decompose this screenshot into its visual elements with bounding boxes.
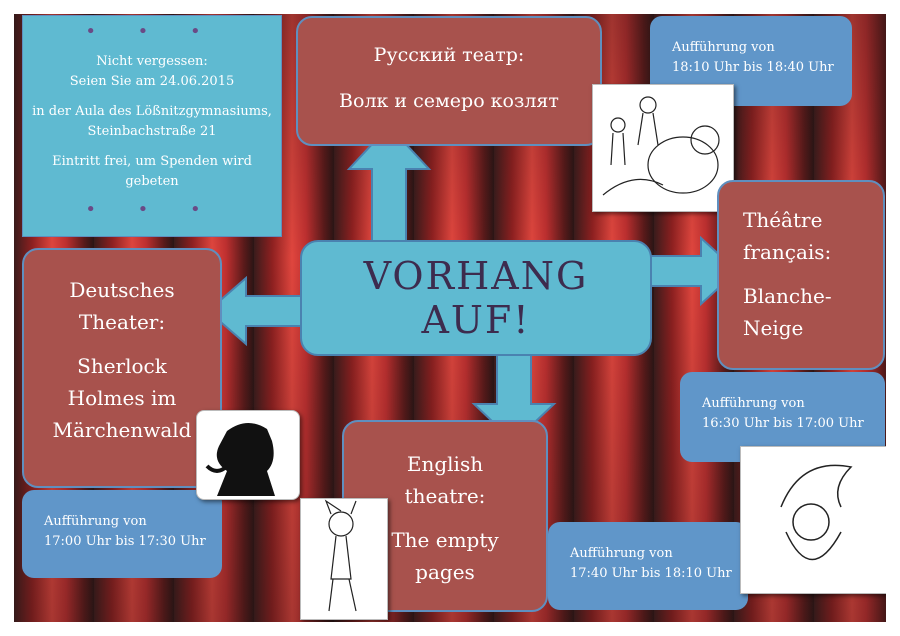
french-play: Blanche- (743, 284, 832, 308)
puss-in-boots-illustration (300, 498, 388, 620)
russian-play: Волк и семеро козлят (339, 90, 559, 112)
russian-theatre-box: Русский театр: Волк и семеро козлят (296, 16, 602, 146)
time-range: 18:10 Uhr bis 18:40 Uhr (672, 60, 834, 75)
english-title-2: theatre: (404, 484, 486, 508)
german-title: Deutsches (69, 278, 175, 302)
french-play-2: Neige (743, 316, 804, 340)
info-location: in der Aula des Lößnitzgymnasiums, (32, 104, 272, 119)
english-play-2: pages (415, 560, 475, 584)
time-range: 17:00 Uhr bis 17:30 Uhr (44, 534, 206, 549)
time-label: Aufführung von (702, 396, 805, 411)
dots-decoration: • • • (85, 21, 219, 42)
french-title: Théâtre (743, 208, 823, 232)
german-theatre-box: Deutsches Theater: Sherlock Holmes im Mä… (22, 248, 222, 488)
time-label: Aufführung von (44, 514, 147, 529)
info-entry-cont: gebeten (125, 174, 179, 189)
german-time-box: Aufführung von 17:00 Uhr bis 17:30 Uhr (22, 490, 222, 578)
german-play: Sherlock (77, 354, 167, 378)
title-line2: AUF! (421, 298, 531, 342)
sherlock-silhouette (196, 410, 300, 500)
dots-decoration: • • • (85, 199, 219, 220)
french-theatre-box: Théâtre français: Blanche- Neige (717, 180, 885, 370)
german-title-2: Theater: (78, 310, 166, 334)
title-line1: VORHANG (363, 254, 589, 298)
time-label: Aufführung von (672, 40, 775, 55)
info-text: Nicht vergessen: (96, 54, 208, 69)
poster: • • • Nicht vergessen: Seien Sie am 24.0… (14, 14, 886, 622)
time-label: Aufführung von (570, 546, 673, 561)
wolf-goats-illustration (592, 84, 734, 212)
russian-title: Русский театр: (373, 44, 525, 66)
time-range: 17:40 Uhr bis 18:10 Uhr (570, 566, 732, 581)
french-title-2: français: (743, 240, 832, 264)
time-range: 16:30 Uhr bis 17:00 Uhr (702, 416, 864, 431)
info-date: Seien Sie am 24.06.2015 (69, 74, 235, 89)
english-title: English (406, 452, 484, 476)
german-play-2: Holmes im (67, 386, 177, 410)
dwarf-illustration (740, 446, 886, 594)
info-box: • • • Nicht vergessen: Seien Sie am 24.0… (22, 15, 282, 237)
title-box: VORHANG AUF! (300, 240, 652, 356)
english-time-box: Aufführung von 17:40 Uhr bis 18:10 Uhr (548, 522, 748, 610)
info-address: Steinbachstraße 21 (87, 124, 217, 139)
german-play-3: Märchenwald (52, 418, 192, 442)
info-entry: Eintritt frei, um Spenden wird (52, 154, 252, 169)
english-play: The empty (391, 528, 499, 552)
